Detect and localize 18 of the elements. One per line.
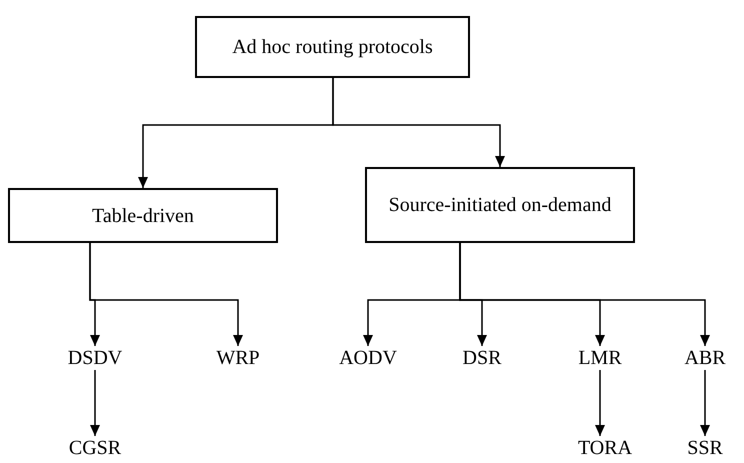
arrow [89,243,243,346]
protocol-label: WRP [203,346,273,370]
category-box: Source-initiated on-demand [365,167,635,243]
protocol-label: DSR [447,346,517,370]
arrow [90,370,100,436]
protocol-label: ABR [670,346,740,370]
protocol-label: LMR [565,346,635,370]
protocol-label: SSR [670,436,740,460]
arrow [459,243,710,346]
arrow [332,78,505,167]
protocol-label: TORA [570,436,640,460]
protocol-label: CGSR [60,436,130,460]
protocol-label: DSDV [60,346,130,370]
arrow [595,370,605,436]
category-box: Ad hoc routing protocols [195,16,470,78]
category-box: Table-driven [8,188,278,243]
protocol-label: AODV [333,346,403,370]
arrow [700,370,710,436]
